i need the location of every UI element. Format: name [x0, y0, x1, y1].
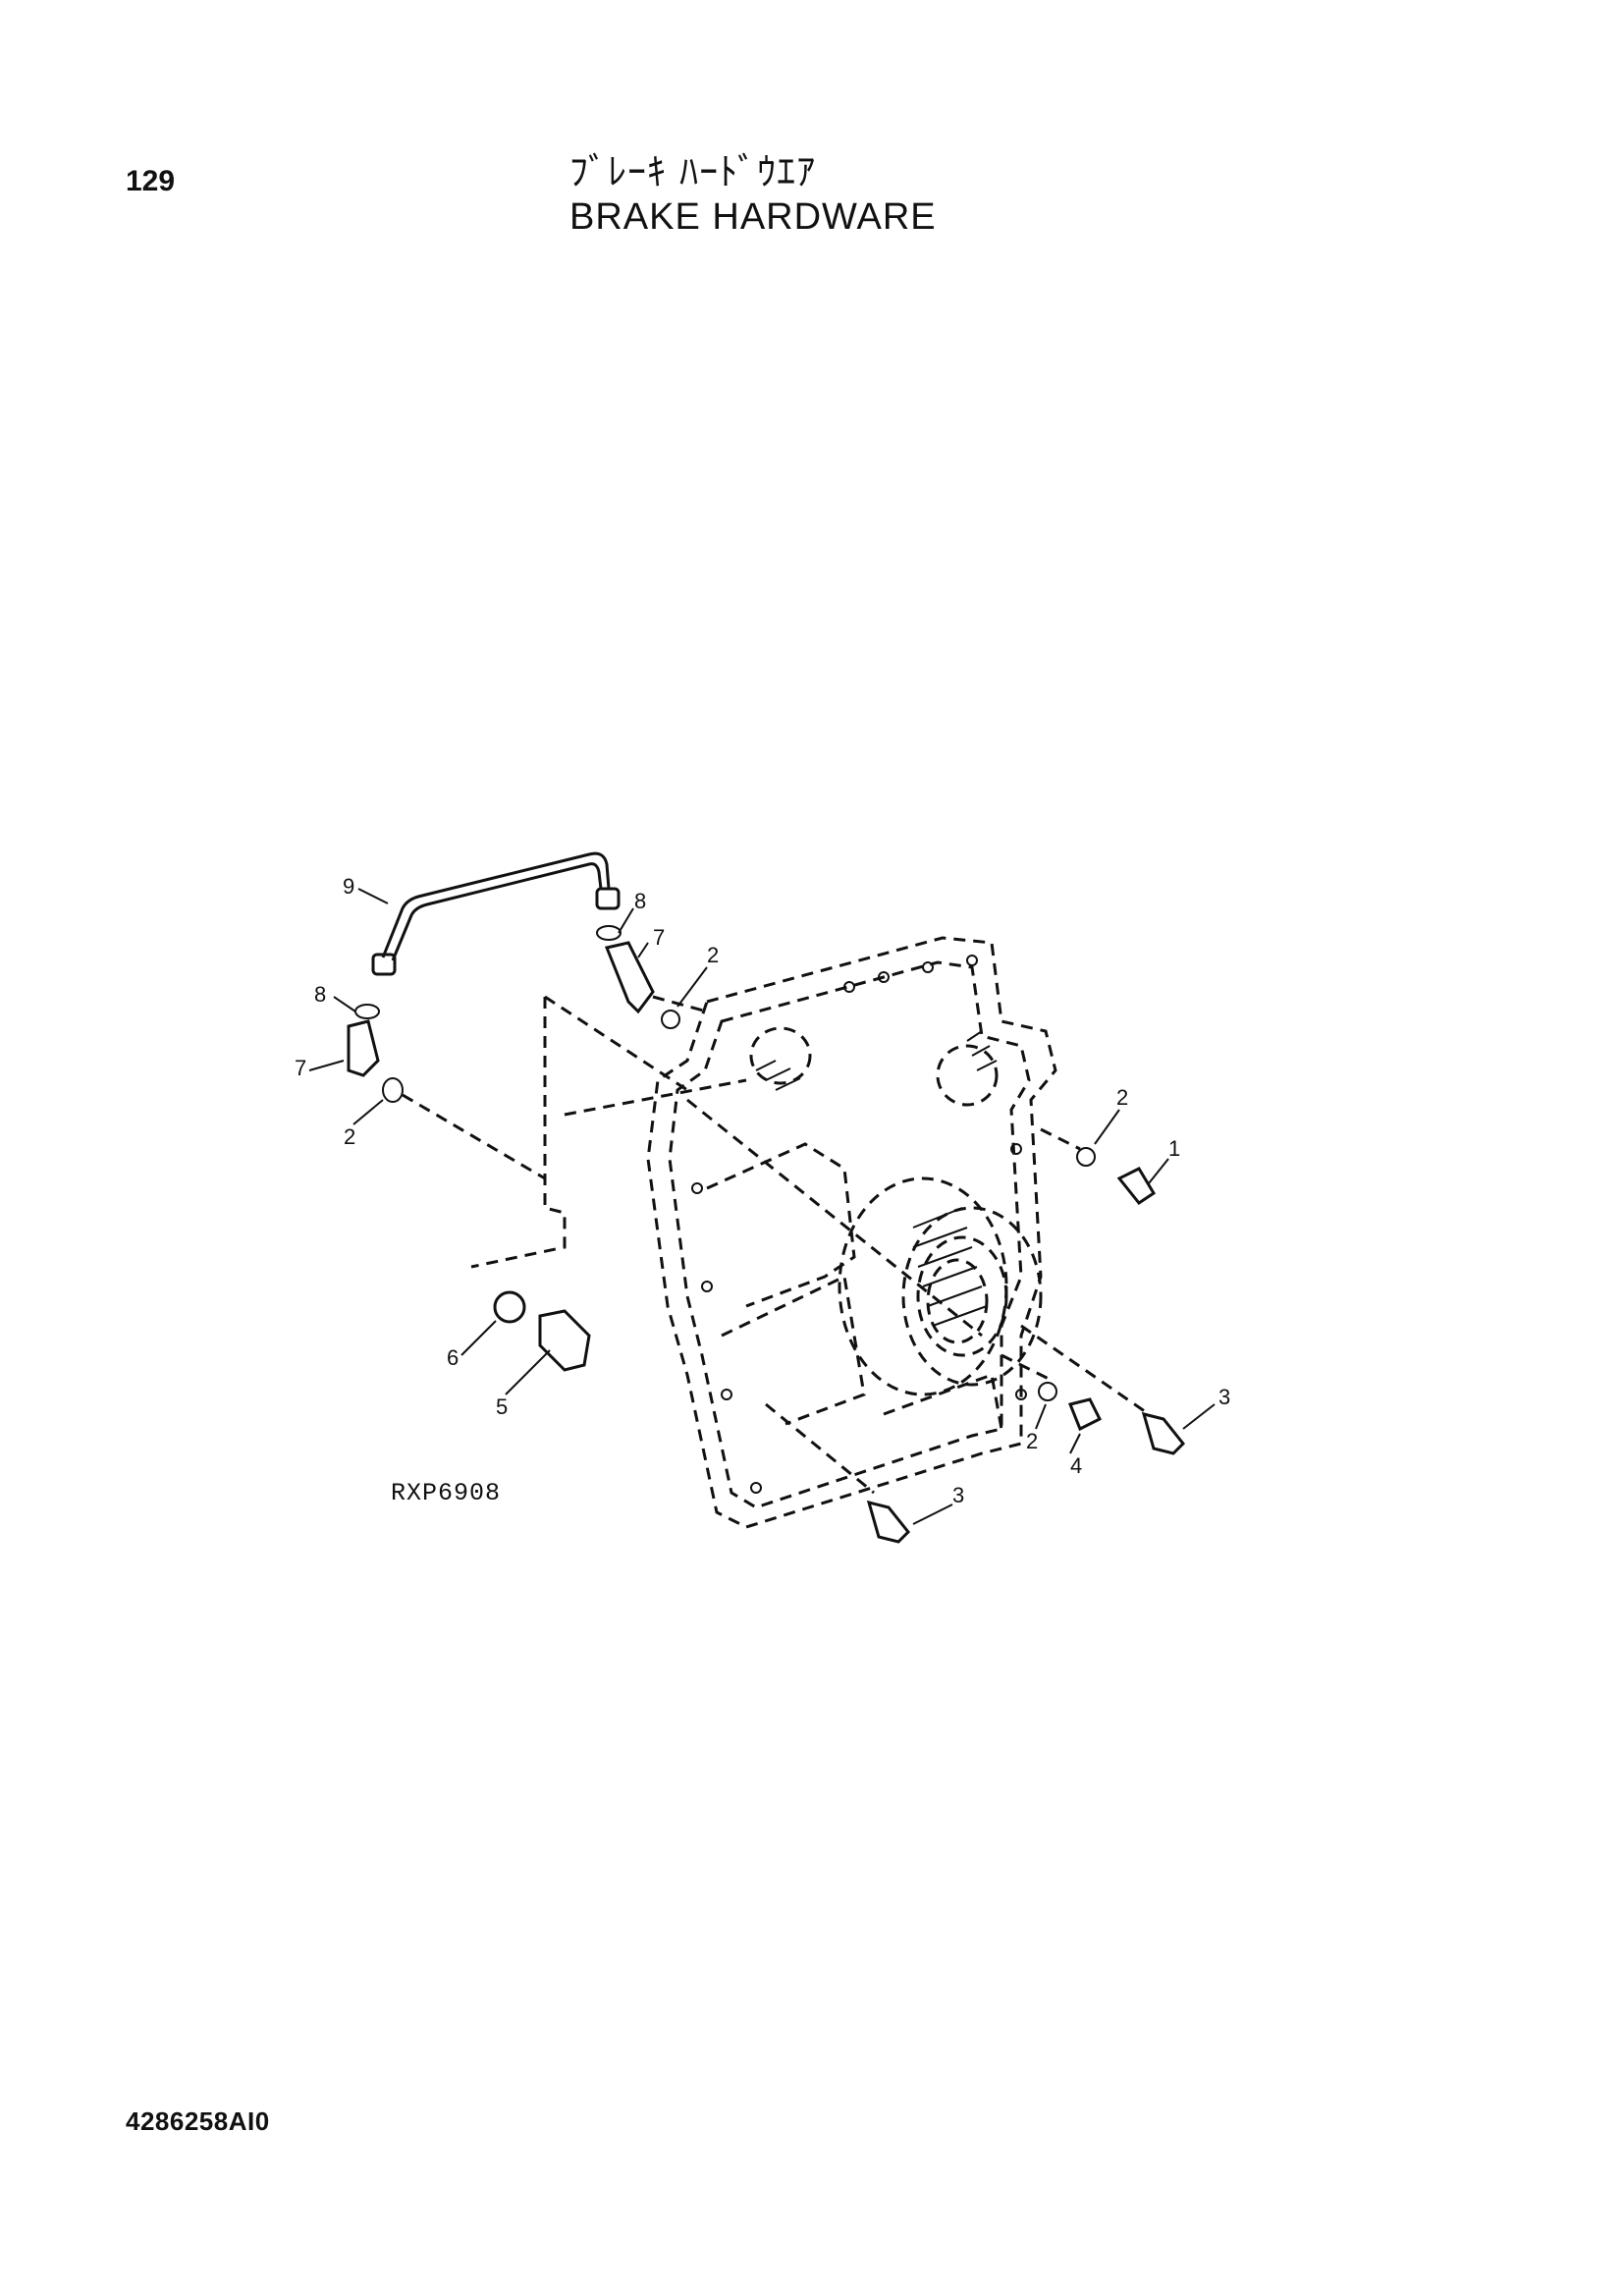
housing-outline	[646, 936, 1057, 1529]
title-english: BRAKE HARDWARE	[569, 196, 937, 238]
fittings	[347, 925, 1186, 1544]
callout-9: 9	[343, 874, 354, 899]
callout-3: 3	[1218, 1385, 1230, 1409]
callout-1: 1	[1168, 1136, 1180, 1161]
callout-3: 3	[952, 1483, 964, 1507]
callout-7: 7	[295, 1056, 306, 1080]
page-number: 129	[126, 165, 176, 197]
callout-8: 8	[314, 982, 326, 1007]
callout-2: 2	[344, 1124, 355, 1149]
catalog-code: 4286258AI0	[126, 2106, 270, 2136]
callout-8: 8	[634, 889, 646, 913]
callout-6: 6	[447, 1345, 459, 1370]
callout-2: 2	[1026, 1429, 1038, 1453]
callout-2: 2	[1116, 1085, 1128, 1110]
callout-labels: 9 8 7 2 8 7 2 2 1 6 5 3 2 4 3	[295, 874, 1230, 1507]
callout-2: 2	[707, 943, 719, 967]
callout-5: 5	[496, 1394, 508, 1419]
callout-7: 7	[653, 925, 665, 950]
callout-leaders	[308, 888, 1216, 1525]
drawing-code: RXP6908	[391, 1479, 502, 1507]
title-japanese: ﾌﾞﾚｰｷ ﾊｰﾄﾞｳｴｱ	[569, 150, 817, 193]
tube-assembly	[371, 851, 621, 976]
callout-4: 4	[1070, 1453, 1082, 1478]
assembly-leaders	[402, 995, 1150, 1495]
